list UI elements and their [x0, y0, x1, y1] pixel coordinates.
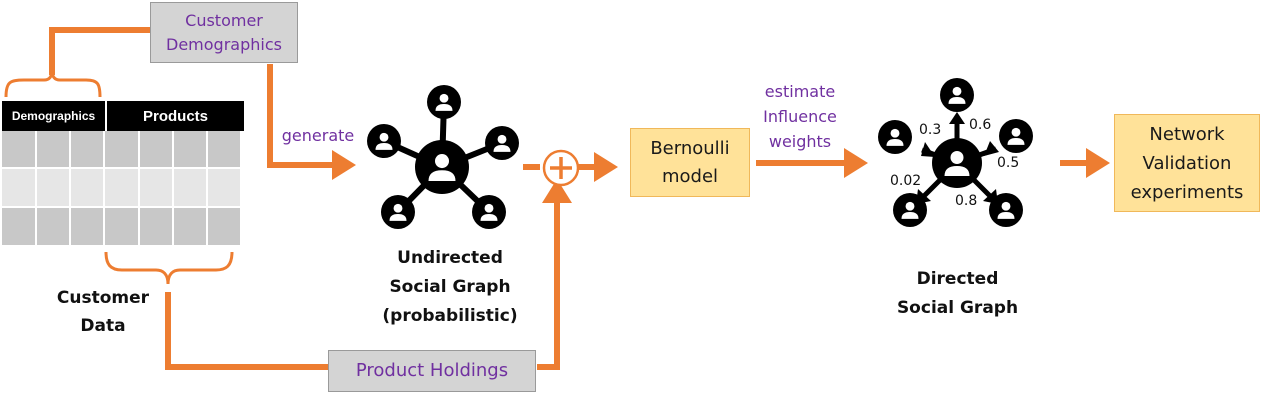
person-node-icon	[415, 140, 469, 194]
weight-label: 0.5	[997, 155, 1020, 171]
network-validation-box: Network Validation experiments	[1114, 114, 1260, 212]
table-header-demographics: Demographics	[2, 101, 105, 131]
customer-demographics-box: Customer Demographics	[150, 2, 298, 63]
table-cell	[140, 208, 174, 247]
table-cell	[2, 208, 37, 247]
arrow-generate	[267, 64, 356, 180]
person-node-icon	[367, 124, 401, 158]
undirected-line-2: Social Graph	[389, 277, 511, 297]
table-cell	[208, 169, 242, 208]
undirected-graph-label: Undirected Social Graph (probabilistic)	[370, 244, 530, 331]
table-header-products: Products	[105, 101, 244, 131]
person-node-icon	[940, 78, 974, 112]
customer-data-label: Customer Data	[48, 284, 158, 340]
person-node-icon	[427, 85, 461, 119]
table-cell	[105, 208, 140, 247]
table-cell	[2, 169, 37, 208]
table-cell	[37, 208, 71, 247]
weight-label: 0.3	[919, 122, 942, 138]
customer-demographics-line-1: Customer	[185, 11, 263, 30]
customer-data-line-1: Customer	[56, 288, 150, 308]
validation-line-3: experiments	[1130, 181, 1244, 203]
estimate-line-1: estimate	[764, 82, 836, 101]
table-cell	[174, 208, 208, 247]
bracket-products	[104, 251, 234, 285]
person-node-icon	[472, 195, 506, 229]
table-cell	[71, 208, 105, 247]
table-cell	[208, 131, 242, 169]
bernoulli-line-2: model	[661, 165, 719, 187]
person-node-icon	[989, 193, 1023, 227]
table-cell	[174, 169, 208, 208]
undirected-line-1: Undirected	[397, 248, 503, 268]
bernoulli-line-1: Bernoulli	[650, 137, 730, 159]
person-node-icon	[878, 120, 912, 154]
undirected-line-3: (probabilistic)	[382, 306, 518, 326]
table-cell	[71, 169, 105, 208]
connector-demographics-to-table	[49, 27, 150, 75]
plus-circle-icon	[542, 149, 580, 187]
bernoulli-model-box: Bernoulli model	[630, 128, 750, 197]
product-holdings-label: Product Holdings	[355, 360, 509, 381]
directed-line-2: Social Graph	[896, 298, 1019, 318]
table-cell	[105, 169, 140, 208]
person-node-icon	[999, 119, 1033, 153]
weight-label: 0.6	[969, 117, 992, 133]
estimate-line-2: Influence	[763, 107, 837, 126]
customer-data-line-2: Data	[80, 316, 126, 336]
person-node-icon	[893, 193, 927, 227]
table-cell	[37, 169, 71, 208]
table-cell	[2, 131, 37, 169]
table-cell	[140, 131, 174, 169]
directed-graph-label: Directed Social Graph	[875, 265, 1040, 323]
weight-label: 0.8	[955, 193, 978, 209]
generate-label: generate	[281, 126, 355, 145]
table-cell	[105, 131, 140, 169]
customer-demographics-line-2: Demographics	[166, 35, 282, 54]
person-node-icon	[381, 195, 415, 229]
table-cell	[208, 208, 242, 247]
weight-label: 0.02	[890, 173, 922, 189]
estimate-weights-label: estimate Influence weights	[745, 79, 855, 154]
directed-line-1: Directed	[916, 269, 999, 289]
product-holdings-box: Product Holdings	[328, 350, 536, 392]
estimate-line-3: weights	[768, 132, 832, 151]
bracket-demographics	[4, 69, 102, 98]
arrow-product-holdings-up	[537, 179, 572, 370]
validation-line-1: Network	[1149, 123, 1225, 145]
table-cell	[174, 131, 208, 169]
person-node-icon	[932, 138, 982, 188]
connector-products	[165, 292, 330, 370]
table-cell	[71, 131, 105, 169]
table-cell	[37, 131, 71, 169]
validation-line-2: Validation	[1142, 152, 1232, 174]
customer-data-table: Demographics Products	[2, 101, 244, 247]
person-node-icon	[485, 126, 519, 160]
table-cell	[140, 169, 174, 208]
